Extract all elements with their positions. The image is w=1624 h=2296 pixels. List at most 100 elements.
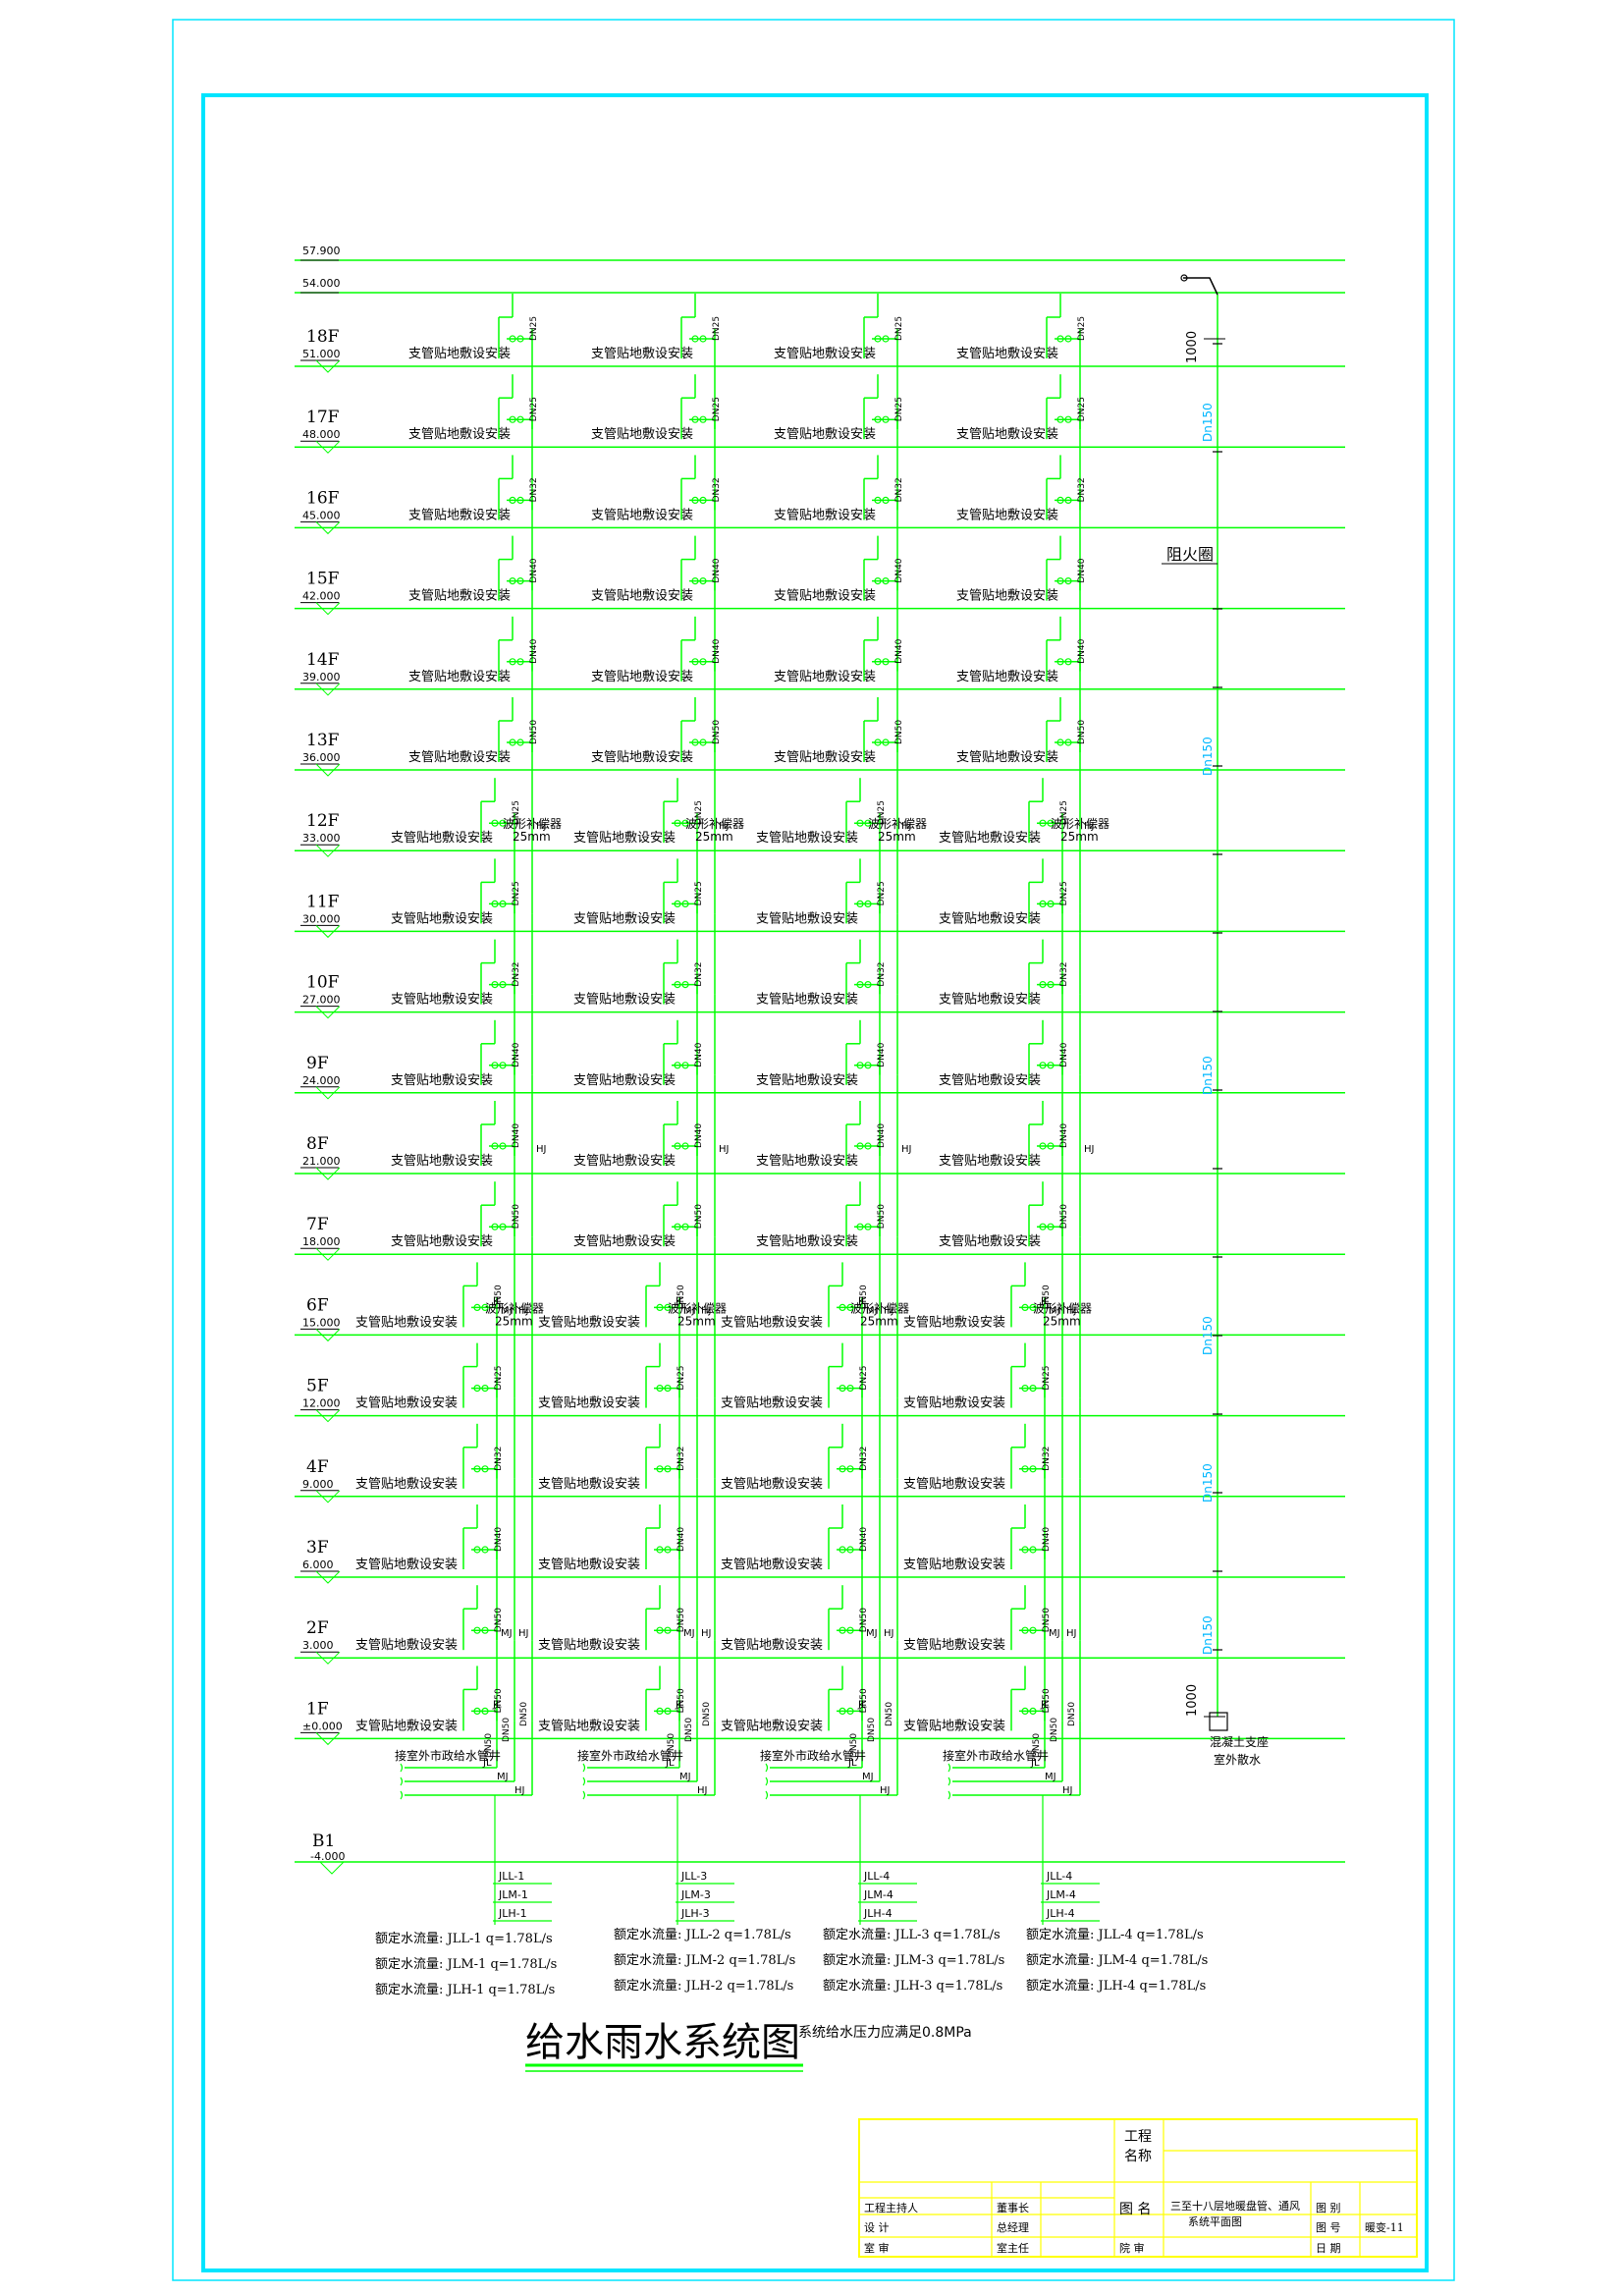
branch-note: 支管贴地敷设安装 [956, 589, 1058, 604]
branch-note: 支管贴地敷设安装 [903, 1477, 1005, 1492]
branch-note: 支管贴地敷设安装 [903, 1396, 1005, 1411]
pipe-size-label: DN40 [894, 558, 904, 582]
branch-note: 支管贴地敷设安装 [956, 508, 1058, 522]
reviewer-label: 院 审 [1119, 2241, 1145, 2255]
rain-pipe-size: Dn150 [1201, 1056, 1215, 1095]
pipe-size-label: DN50 [1042, 1608, 1052, 1632]
compensator-size: 25mm [1060, 830, 1099, 844]
flow-note: 额定水流量: JLH-3 q=1.78L/s [823, 1979, 1002, 1994]
pipe-size-label: DN50 [849, 1733, 859, 1758]
elevation-marker [315, 1329, 341, 1342]
pipe-tag-mj: MJ [501, 1628, 513, 1639]
branch-note: 支管贴地敷设安装 [756, 911, 858, 926]
director-label: 室主任 [997, 2241, 1029, 2255]
branch-note: 支管贴地敷设安装 [391, 1234, 493, 1249]
pipe-tag-hj: HJ [701, 1628, 711, 1639]
date-label: 日 期 [1316, 2242, 1341, 2255]
pipe-break-icon [400, 1777, 404, 1786]
pipe-tag-hj: HJ [701, 1305, 711, 1316]
branch-note: 支管贴地敷设安装 [956, 670, 1058, 684]
branch-note: 支管贴地敷设安装 [774, 670, 876, 684]
pipe-break-icon [947, 1790, 951, 1800]
pipe-size-label: DN25 [877, 800, 887, 825]
pipe-tag-mj: MJ [497, 1772, 509, 1782]
pipe-size-label: DN50 [1032, 1733, 1042, 1758]
pipe-size-label: DN25 [694, 881, 704, 905]
pipe-break-icon [582, 1790, 586, 1800]
floor-label: 12F [306, 811, 340, 831]
pipe-size-label: DN40 [512, 1042, 521, 1066]
elevation-marker [315, 440, 341, 454]
outdoor-note: 室外散水 [1214, 1752, 1261, 1767]
pipe-size-label: DN25 [877, 881, 887, 905]
floor-label: 2F [306, 1618, 329, 1638]
branch-note: 支管贴地敷设安装 [774, 589, 876, 604]
floor-elevation: 6.000 [302, 1558, 334, 1571]
pipe-size-label: DN40 [1059, 1042, 1069, 1066]
pipe-size-label: DN40 [712, 638, 722, 663]
pipe-tag-jl: JL [857, 1699, 867, 1710]
pipe-tag-mj: MJ [679, 1772, 691, 1782]
branch-note: 支管贴地敷设安装 [573, 1073, 676, 1088]
floor-label: 16F [306, 488, 340, 508]
branch-note: 支管贴地敷设安装 [956, 347, 1058, 361]
pipe-tag-hj: HJ [880, 1785, 890, 1796]
pipe-tag-hj: HJ [536, 821, 546, 832]
floor-elevation: 15.000 [302, 1316, 341, 1329]
pipe-size-label: DN50 [885, 1702, 894, 1726]
pipe-size-label: DN25 [529, 397, 539, 421]
pipe-tag-jl: JL [675, 1295, 684, 1306]
leader-label: 工程主持人 [864, 2201, 918, 2214]
branch-note: 支管贴地敷设安装 [756, 1073, 858, 1088]
branch-note: 支管贴地敷设安装 [408, 347, 511, 361]
rain-pipe-size: Dn150 [1201, 1463, 1215, 1503]
branch-note: 支管贴地敷设安装 [591, 347, 693, 361]
flow-note: 额定水流量: JLM-2 q=1.78L/s [614, 1953, 795, 1968]
riser-id-label: JLM-3 [680, 1888, 711, 1901]
branch-note: 支管贴地敷设安装 [903, 1719, 1005, 1733]
pipe-size-label: DN40 [877, 1042, 887, 1066]
branch-note: 支管贴地敷设安装 [756, 1234, 858, 1249]
level-elevation: 54.000 [302, 277, 341, 290]
branch-note: 支管贴地敷设安装 [538, 1558, 640, 1572]
floor-elevation: 39.000 [302, 671, 341, 683]
branch-note: 支管贴地敷设安装 [408, 589, 511, 604]
floor-elevation: 18.000 [302, 1235, 341, 1248]
drawing-number: 暖变-11 [1365, 2220, 1404, 2234]
pipe-size-label: DN32 [1042, 1447, 1052, 1471]
pipe-break-icon [765, 1777, 769, 1786]
compensator-label: 波形补偿器 [850, 1300, 909, 1315]
pipe-size-label: DN32 [1077, 477, 1087, 502]
branch-note: 支管贴地敷设安装 [903, 1558, 1005, 1572]
branch-note: 支管贴地敷设安装 [591, 750, 693, 765]
compensator-label: 波形补偿器 [868, 816, 927, 831]
floor-label: 14F [306, 650, 340, 670]
branch-note: 支管贴地敷设安装 [774, 347, 876, 361]
pipe-tag-hj: HJ [514, 1785, 524, 1796]
compensator-size: 25mm [495, 1314, 533, 1328]
compensator-size: 25mm [677, 1314, 716, 1328]
pipe-size-label: DN40 [1042, 1527, 1052, 1552]
pipe-tag-mj: MJ [866, 1628, 878, 1639]
pipe-size-label: DN32 [859, 1447, 869, 1471]
flow-note: 额定水流量: JLM-1 q=1.78L/s [375, 1957, 557, 1972]
pipe-tag-hj: HJ [518, 1628, 528, 1639]
flow-note: 额定水流量: JLL-4 q=1.78L/s [1026, 1928, 1204, 1942]
branch-note: 支管贴地敷设安装 [391, 993, 493, 1008]
concrete-support-icon [1209, 1712, 1228, 1731]
elevation-marker [315, 683, 341, 696]
elevation-marker [319, 1861, 345, 1875]
elevation-marker [315, 521, 341, 535]
elevation-marker [315, 1247, 341, 1261]
branch-note: 支管贴地敷设安装 [591, 427, 693, 442]
drawing-name: 系统平面图 [1188, 2215, 1242, 2228]
branch-note: 支管贴地敷设安装 [939, 1154, 1041, 1169]
branch-note: 支管贴地敷设安装 [573, 993, 676, 1008]
elevation-marker [315, 925, 341, 939]
branch-note: 支管贴地敷设安装 [573, 831, 676, 846]
pipe-size-label: DN40 [494, 1527, 504, 1552]
compensator-size: 25mm [695, 830, 733, 844]
branch-note: 支管贴地敷设安装 [721, 1477, 823, 1492]
pipe-tag-jl: JL [482, 1758, 492, 1769]
pipe-tag-mj: MJ [866, 1305, 878, 1316]
